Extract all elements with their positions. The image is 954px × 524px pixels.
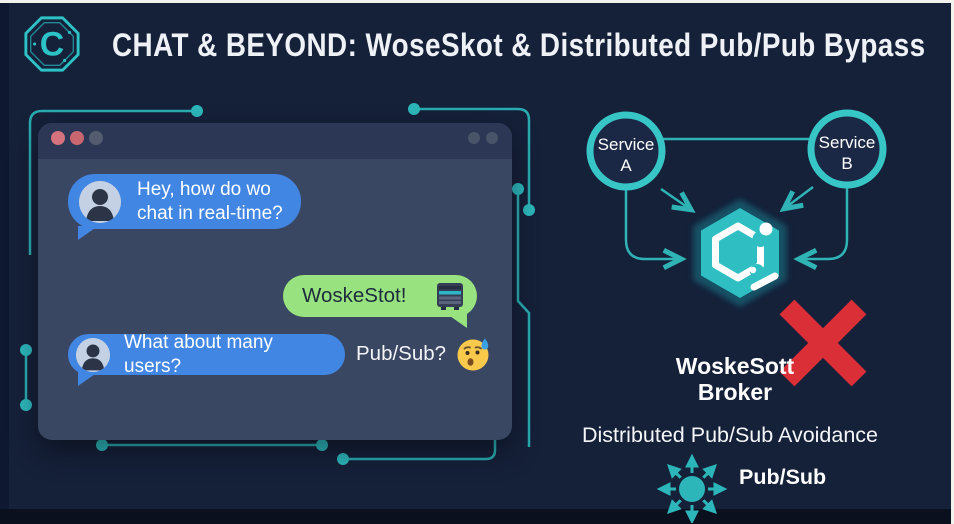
pubsub-question-text: Pub/Sub? (356, 342, 447, 365)
arrow-a-to-broker (660, 187, 696, 213)
user-avatar-icon (76, 337, 110, 372)
window-titlebar (38, 123, 512, 159)
page-title: CHAT & BEYOND: WoseSkot & Distributed Pu… (112, 27, 926, 63)
service-b-line1: Service (818, 133, 876, 152)
service-a-line2: A (620, 156, 632, 175)
service-a-line1: Service (597, 135, 655, 154)
pubsub-label: Pub/Sub (739, 465, 827, 489)
curve-b-to-broker (793, 186, 849, 270)
chat-window: Hey, how do wo chat in real-time? WoskeS… (38, 123, 512, 440)
chat-bubble-incoming-1: Hey, how do wo chat in real-time? (68, 174, 301, 240)
service-a-circle (586, 111, 666, 191)
broker-label: WoskeSott Broker (635, 353, 835, 405)
window-dot-right-2-icon (486, 132, 498, 144)
red-x-mark-icon (779, 299, 867, 387)
sweat-face-emoji-icon (455, 335, 493, 373)
message-text: WoskeStot! (302, 284, 407, 307)
brand-logo-icon: C (24, 16, 80, 72)
window-dot-red-1-icon (51, 131, 65, 145)
service-b-line2: B (841, 154, 853, 173)
window-dot-gray-icon (89, 131, 103, 145)
broker-line1: WoskeSott (675, 353, 795, 379)
message-line: Hey, how do wo (137, 178, 271, 200)
chat-bubble-outgoing-1: WoskeStot! (283, 275, 477, 328)
window-dot-right-1-icon (468, 132, 480, 144)
message-line: chat in real-time? (137, 202, 283, 224)
broker-hexagon-icon (693, 199, 787, 307)
pubsub-question: Pub/Sub? (356, 335, 493, 373)
user-avatar-icon (79, 180, 121, 223)
server-icon (435, 282, 465, 310)
message-text: What about many users? (124, 331, 273, 377)
curve-a-to-broker (624, 188, 687, 270)
service-a-label: Service A (571, 134, 681, 176)
broker-line2: Broker (697, 379, 773, 405)
bubble-tail (78, 372, 98, 386)
logo-letter: C (40, 26, 64, 64)
broker-diagram (586, 109, 887, 523)
bubble-tail (447, 314, 467, 328)
arrow-b-to-broker (779, 186, 814, 213)
window-dot-red-2-icon (70, 131, 84, 145)
message-text: Hey, how do wo chat in real-time? (137, 178, 283, 226)
avoidance-label: Distributed Pub/Sub Avoidance (581, 423, 879, 447)
pubsub-fanout-icon (656, 453, 728, 523)
service-b-label: Service B (792, 132, 902, 174)
bottom-strip (0, 509, 951, 524)
left-edge-column (0, 3, 9, 511)
service-b-circle (807, 109, 887, 189)
bubble-tail (78, 226, 98, 240)
chat-bubble-incoming-2: What about many users? (68, 332, 345, 386)
